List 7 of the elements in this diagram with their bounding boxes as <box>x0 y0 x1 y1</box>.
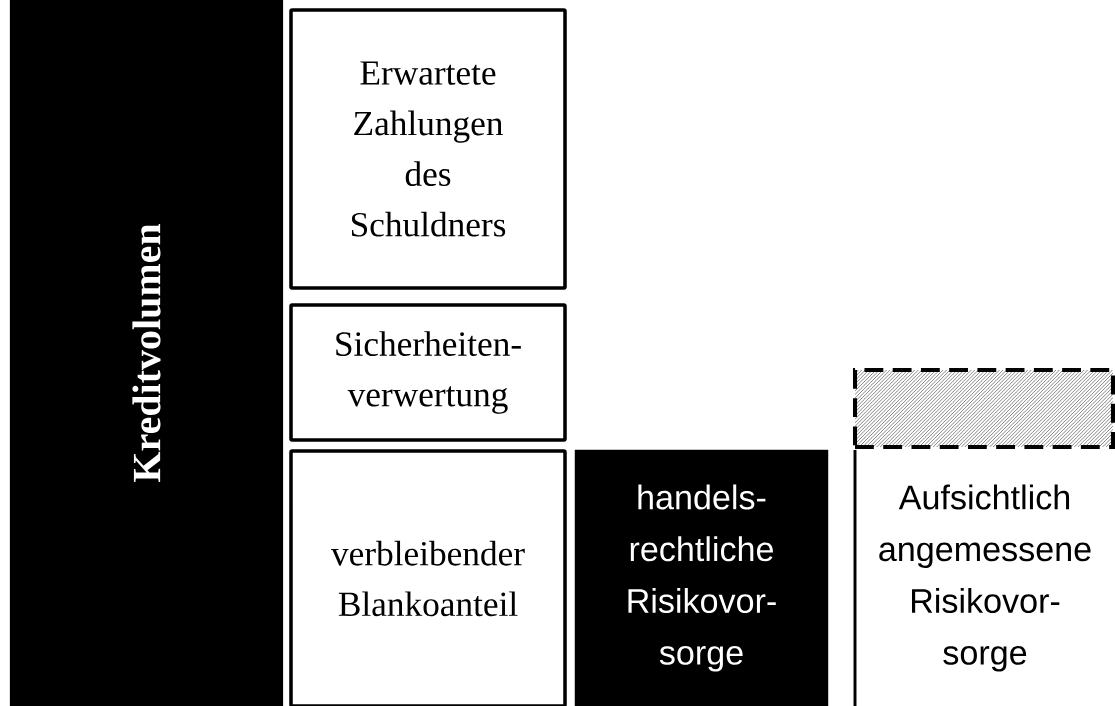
text-box: Sicherheiten- verwertung <box>289 303 567 442</box>
text-box: Aufsichtlich angemessene Risikovor- sorge <box>853 450 1091 706</box>
hatched-box <box>852 367 1115 450</box>
bar: Kreditvolumen <box>9 0 284 706</box>
text-box: Erwartete Zahlungen des Schuldners <box>289 8 567 290</box>
text-box: verbleibender Blankoanteil <box>289 449 567 706</box>
bar: handels- rechtliche Risikovor- sorge <box>574 449 829 706</box>
